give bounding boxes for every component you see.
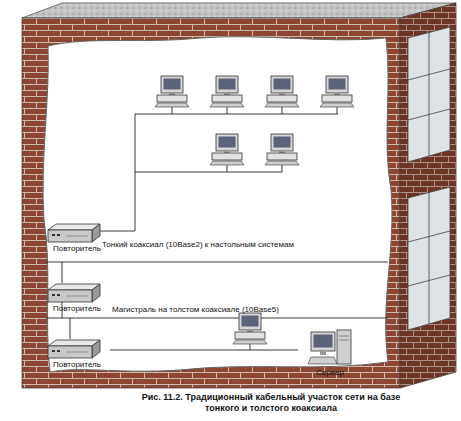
repeater-icon [46, 222, 102, 244]
repeater-node: Повторитель [44, 338, 110, 374]
cutaway-opening [43, 37, 392, 372]
device-label: Повторитель [44, 244, 110, 253]
cable-connector [110, 350, 298, 351]
desktop-computer [210, 134, 244, 165]
desktop-computer [155, 76, 189, 107]
windows [408, 27, 450, 330]
repeater-node: Повторитель [44, 222, 110, 258]
server-icon [307, 326, 353, 368]
device-label: Повторитель [44, 360, 110, 369]
desktop-computer [265, 134, 299, 165]
cable-label: Магистраль на толстом коаксиале (10Base5… [112, 305, 279, 314]
server-node: Сервер [298, 326, 362, 382]
desktop-computer [210, 76, 244, 107]
desktop-computer [320, 76, 354, 107]
cable-label: Тонкий коаксиал (10Base2) к настольным с… [102, 240, 294, 249]
figure-caption: Рис. 11.2. Традиционный кабельный участо… [140, 392, 402, 414]
side-wall [400, 3, 456, 388]
cabling [46, 106, 388, 350]
repeater-icon [46, 282, 102, 304]
device-label: Сервер [298, 368, 362, 377]
brick-wall [22, 18, 400, 388]
repeater-node: Повторитель [44, 282, 110, 318]
desktop-computer [233, 313, 267, 344]
roof [22, 3, 456, 18]
device-label: Повторитель [44, 304, 110, 313]
desktop-computer [265, 76, 299, 107]
repeater-icon [46, 338, 102, 360]
